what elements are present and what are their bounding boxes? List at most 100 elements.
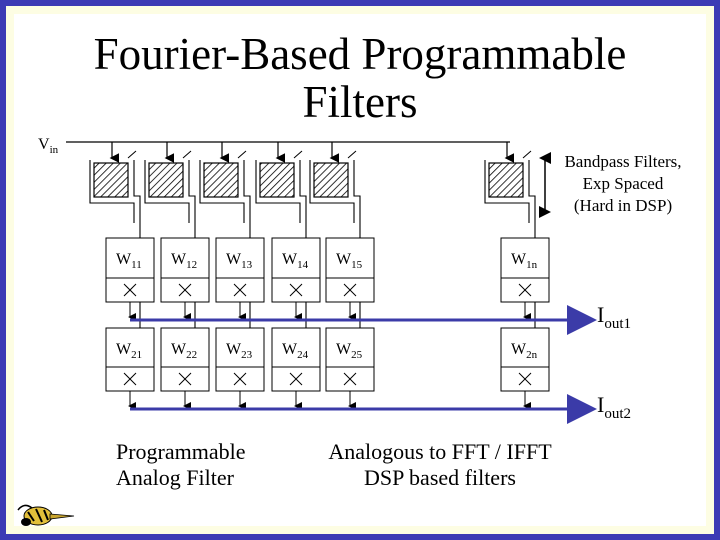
weight-label: W13	[226, 251, 253, 271]
filter-stub	[182, 150, 192, 159]
filter-output-path	[199, 160, 245, 223]
hatched-filter-block-icon	[488, 162, 524, 198]
filter-output-path	[144, 160, 190, 223]
weight-cell-2-4: W24	[271, 327, 321, 410]
weight-cell-2-3: W23	[215, 327, 265, 410]
filter-stub	[347, 150, 357, 159]
hatched-filter-block-icon	[93, 162, 129, 198]
caption-right-line-1: Analogous to FFT / IFFT	[328, 439, 552, 464]
title-line-2: Filters	[302, 77, 418, 127]
multiply-cross-icon	[518, 372, 532, 386]
weight-sub: 11	[131, 259, 142, 271]
weight-box	[215, 327, 265, 369]
hatched-filter-block-icon	[259, 162, 295, 198]
weight-main: W	[171, 251, 187, 268]
caption-left: Programmable Analog Filter	[116, 439, 316, 491]
weight-main: W	[336, 341, 352, 358]
weight-box	[325, 237, 375, 279]
svg-text:Vin: Vin	[38, 136, 59, 156]
filter-stub	[293, 150, 303, 159]
multiply-cross-icon	[343, 372, 357, 386]
weight-main: W	[282, 341, 298, 358]
multiply-cross-icon	[233, 283, 247, 297]
multiply-cross-icon	[123, 283, 137, 297]
weight-cell-1-6: W1n	[500, 237, 550, 321]
filter-stub	[237, 150, 247, 159]
weight-label: W25	[336, 341, 363, 361]
weight-main: W	[282, 251, 298, 268]
filter-channel	[309, 142, 361, 340]
weight-main: W	[226, 341, 242, 358]
weight-label: W21	[116, 341, 142, 361]
filter-output-path	[89, 160, 135, 223]
weight-sub: 15	[351, 259, 363, 271]
slide-title: Fourier-Based Programmable Filters	[0, 30, 720, 126]
weight-label: W11	[116, 251, 142, 271]
weight-box	[160, 237, 210, 279]
weight-cell-1-1: W11	[105, 237, 155, 321]
caption-right: Analogous to FFT / IFFT DSP based filter…	[300, 439, 580, 491]
multiply-cross-icon	[233, 372, 247, 386]
weight-cell-2-5: W25	[325, 327, 375, 410]
caption-right-line-2: DSP based filters	[364, 465, 516, 490]
weight-label: W15	[336, 251, 363, 271]
hatched-filter-block-icon	[313, 162, 349, 198]
weight-label: W22	[171, 341, 197, 361]
caption-left-line-1: Programmable	[116, 439, 246, 464]
weight-label: W24	[282, 341, 309, 361]
weight-cell-2-6: W2n	[500, 327, 550, 410]
weight-box	[325, 327, 375, 369]
iout1-label: Iout1	[597, 302, 631, 332]
bandpass-note-line-1: Bandpass Filters,	[564, 152, 682, 171]
multiply-cross-icon	[289, 283, 303, 297]
multiply-cross-icon	[178, 372, 192, 386]
weight-cell-1-5: W15	[325, 237, 375, 321]
weight-cell-1-4: W14	[271, 237, 321, 321]
weight-box	[500, 237, 550, 279]
weight-main: W	[171, 341, 187, 358]
weight-label: W14	[282, 251, 309, 271]
multiply-cross-icon	[178, 283, 192, 297]
bandpass-note-line-2: Exp Spaced	[582, 174, 664, 193]
bandpass-note-line-3: (Hard in DSP)	[573, 196, 673, 215]
multiply-cross-icon	[518, 283, 532, 297]
bandpass-note: Bandpass Filters, Exp Spaced (Hard in DS…	[553, 151, 693, 217]
weight-sub: 22	[186, 349, 197, 361]
svg-text:Iout1: Iout1	[597, 302, 631, 332]
filter-output-path	[255, 160, 301, 223]
multiply-cross-icon	[123, 372, 137, 386]
iout2-main: I	[597, 392, 604, 417]
multiply-cross-icon	[289, 372, 303, 386]
weight-sub: 2n	[526, 349, 538, 361]
title-line-1: Fourier-Based Programmable	[93, 29, 627, 79]
weight-sub: 12	[186, 259, 197, 271]
weight-main: W	[116, 341, 132, 358]
weight-box	[271, 327, 321, 369]
filter-stub	[522, 150, 532, 159]
filter-channel	[144, 142, 196, 340]
weight-label: W23	[226, 341, 253, 361]
weight-main: W	[336, 251, 352, 268]
vin-sub: in	[50, 144, 59, 156]
weight-label: W2n	[511, 341, 538, 361]
filter-output-path	[484, 160, 530, 223]
weight-sub: 14	[297, 259, 309, 271]
weight-sub: 1n	[526, 259, 538, 271]
yellow-jacket-mascot-icon	[17, 504, 75, 526]
weight-label: W12	[171, 251, 197, 271]
svg-text:Iout2: Iout2	[597, 392, 631, 422]
hatched-filter-block-icon	[148, 162, 184, 198]
iout1-main: I	[597, 302, 604, 327]
iout1-sub: out1	[604, 316, 631, 332]
filter-output-path	[309, 160, 355, 223]
weight-cell-1-2: W12	[160, 237, 210, 321]
filter-stub	[127, 150, 137, 159]
weight-sub: 24	[297, 349, 309, 361]
weight-sub: 25	[351, 349, 363, 361]
vin-label: Vin	[38, 136, 59, 156]
hatched-filter-block-icon	[203, 162, 239, 198]
weight-cell-1-3: W13	[215, 237, 265, 321]
weight-sub: 23	[241, 349, 253, 361]
weight-cell-2-1: W21	[105, 327, 155, 410]
